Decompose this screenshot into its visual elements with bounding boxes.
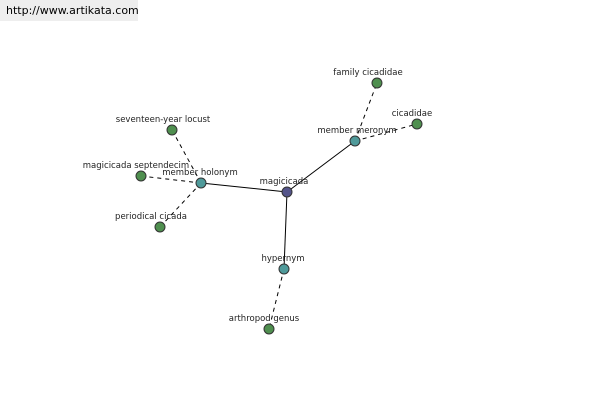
label-cicadidae: cicadidae — [392, 109, 433, 119]
edges-layer — [140, 82, 418, 330]
node-magicicada[interactable] — [281, 186, 293, 198]
node-arthropod-genus[interactable] — [263, 323, 275, 335]
edge-member-holonym-to-magicicada-septendecim — [140, 175, 202, 184]
edge-magicicada-to-hypernym — [283, 191, 288, 270]
edge-member-meronym-to-family-cicadidae — [354, 82, 378, 142]
watermark-link[interactable]: http://www.artikata.com — [0, 0, 139, 21]
edge-hypernym-to-arthropod-genus — [268, 268, 285, 330]
node-seventeen-year-locust[interactable] — [166, 124, 178, 136]
node-periodical-cicada[interactable] — [154, 221, 166, 233]
label-seventeen-year-locust: seventeen-year locust — [116, 115, 211, 125]
label-member-holonym: member holonym — [162, 168, 237, 178]
label-arthropod-genus: arthropod genus — [229, 314, 300, 324]
nodes-layer — [135, 77, 423, 335]
label-periodical-cicada: periodical cicada — [115, 212, 187, 222]
node-cicadidae[interactable] — [411, 118, 423, 130]
label-member-meronym: member meronym — [317, 126, 396, 136]
edge-member-meronym-to-cicadidae — [354, 123, 418, 142]
edge-member-holonym-to-seventeen-year-locust — [171, 129, 202, 184]
edge-member-holonym-to-periodical-cicada — [159, 182, 202, 228]
label-magicicada-septendecim: magicicada septendecim — [83, 161, 189, 171]
node-magicicada-septendecim[interactable] — [135, 170, 147, 182]
label-family-cicadidae: family cicadidae — [333, 68, 402, 78]
label-hypernym: hypernym — [261, 254, 304, 264]
node-hypernym[interactable] — [278, 263, 290, 275]
node-family-cicadidae[interactable] — [371, 77, 383, 89]
label-magicicada: magicicada — [260, 177, 309, 187]
node-member-meronym[interactable] — [349, 135, 361, 147]
node-member-holonym[interactable] — [195, 177, 207, 189]
labels-layer: magicicada member holonym member meronym hy… — [83, 68, 432, 324]
edge-magicicada-to-member-holonym — [200, 182, 288, 193]
edge-magicicada-to-member-meronym — [286, 140, 356, 193]
